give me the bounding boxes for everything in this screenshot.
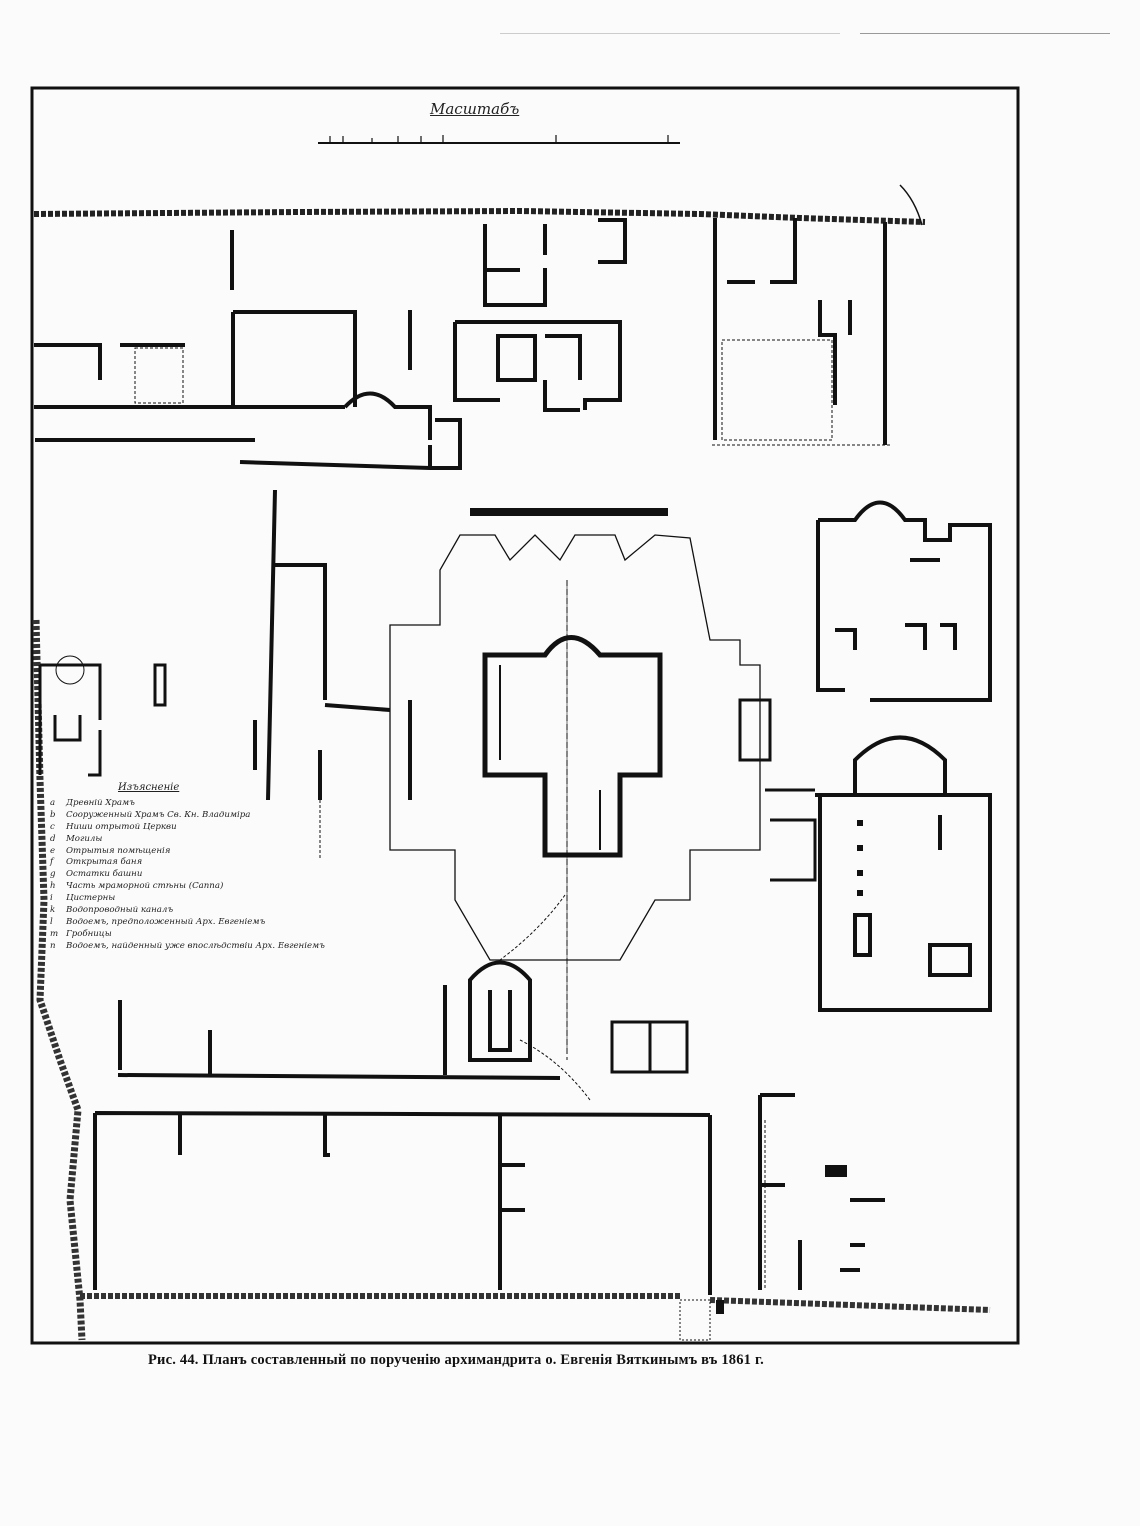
east-church-top (816, 500, 992, 702)
legend-item: n Водоемъ, найденный уже впослѣдствіи Арх… (50, 941, 350, 953)
legend-text: Часть мраморной стѣны (Canna) (66, 881, 224, 892)
legend-text: Гробницы (66, 928, 112, 939)
legend-item: g Остатки башни (50, 869, 350, 881)
south-wall (80, 1293, 991, 1313)
legend-text: Древній Храмъ (66, 797, 135, 808)
legend-text: Водопроводный каналъ (66, 905, 174, 916)
legend-item: m Гробницы (50, 929, 350, 941)
legend-key: n (50, 940, 56, 951)
legend-title: Изъясненіе (118, 782, 180, 793)
legend-item: i Цистерны (50, 893, 350, 905)
legend-item: d Могилы (50, 834, 350, 846)
legend-key: b (50, 809, 56, 820)
legend-text: Могилы (66, 833, 103, 844)
legend-key: c (50, 821, 55, 832)
inner-church (482, 635, 663, 858)
legend-item: b Сооруженный Храмъ Св. Кн. Владиміра (50, 810, 350, 822)
legend-key: k (50, 905, 56, 916)
north-wall (33, 207, 926, 225)
plan-legend: Изъясненіе a Древній Храмъ b Сооруженный Х… (50, 782, 350, 953)
plan-frame (30, 86, 1020, 1345)
legend-text: Ниши отрытой Церкви (66, 821, 177, 832)
legend-item: k Водопроводный каналъ (50, 905, 350, 917)
legend-text: Сооруженный Храмъ Св. Кн. Владиміра (66, 809, 251, 820)
legend-item: c Ниши отрытой Церкви (50, 822, 350, 834)
legend-item: h Часть мраморной стѣны (Canna) (50, 881, 350, 893)
east-church-lower (815, 735, 992, 1012)
legend-key: f (50, 857, 54, 868)
legend-key: g (50, 869, 56, 880)
legend-key: d (50, 833, 56, 844)
legend-key: i (50, 893, 53, 904)
legend-key: h (50, 881, 56, 892)
legend-text: Открытая баня (66, 857, 143, 868)
legend-text: Водоемъ, найденный уже впослѣдствіи Арх.… (66, 940, 325, 951)
page-rule (860, 33, 1110, 34)
legend-item: a Древній Храмъ (50, 798, 350, 810)
legend-item: l Водоемъ, предположенный Арх. Евгеніемъ (50, 917, 350, 929)
legend-key: l (50, 916, 53, 927)
legend-key: a (50, 797, 56, 808)
church-outline (389, 534, 761, 961)
west-shoreline (32, 619, 86, 1341)
legend-text: Отрытыя помѣщенія (66, 845, 171, 856)
legend-text: Остатки башни (66, 869, 143, 880)
page-rule-faint (500, 33, 840, 34)
figure-caption: Рис. 44. Планъ составленный по порученію… (148, 1352, 764, 1368)
south-apse (468, 960, 532, 1062)
legend-text: Цистерны (66, 893, 116, 904)
legend-key: e (50, 845, 56, 856)
legend-item: e Отрытыя помѣщенія (50, 846, 350, 858)
scale-title: Масштабъ (430, 100, 520, 118)
legend-text: Водоемъ, предположенный Арх. Евгеніемъ (66, 916, 266, 927)
legend-item: f Открытая баня (50, 857, 350, 869)
legend-key: m (50, 928, 59, 939)
